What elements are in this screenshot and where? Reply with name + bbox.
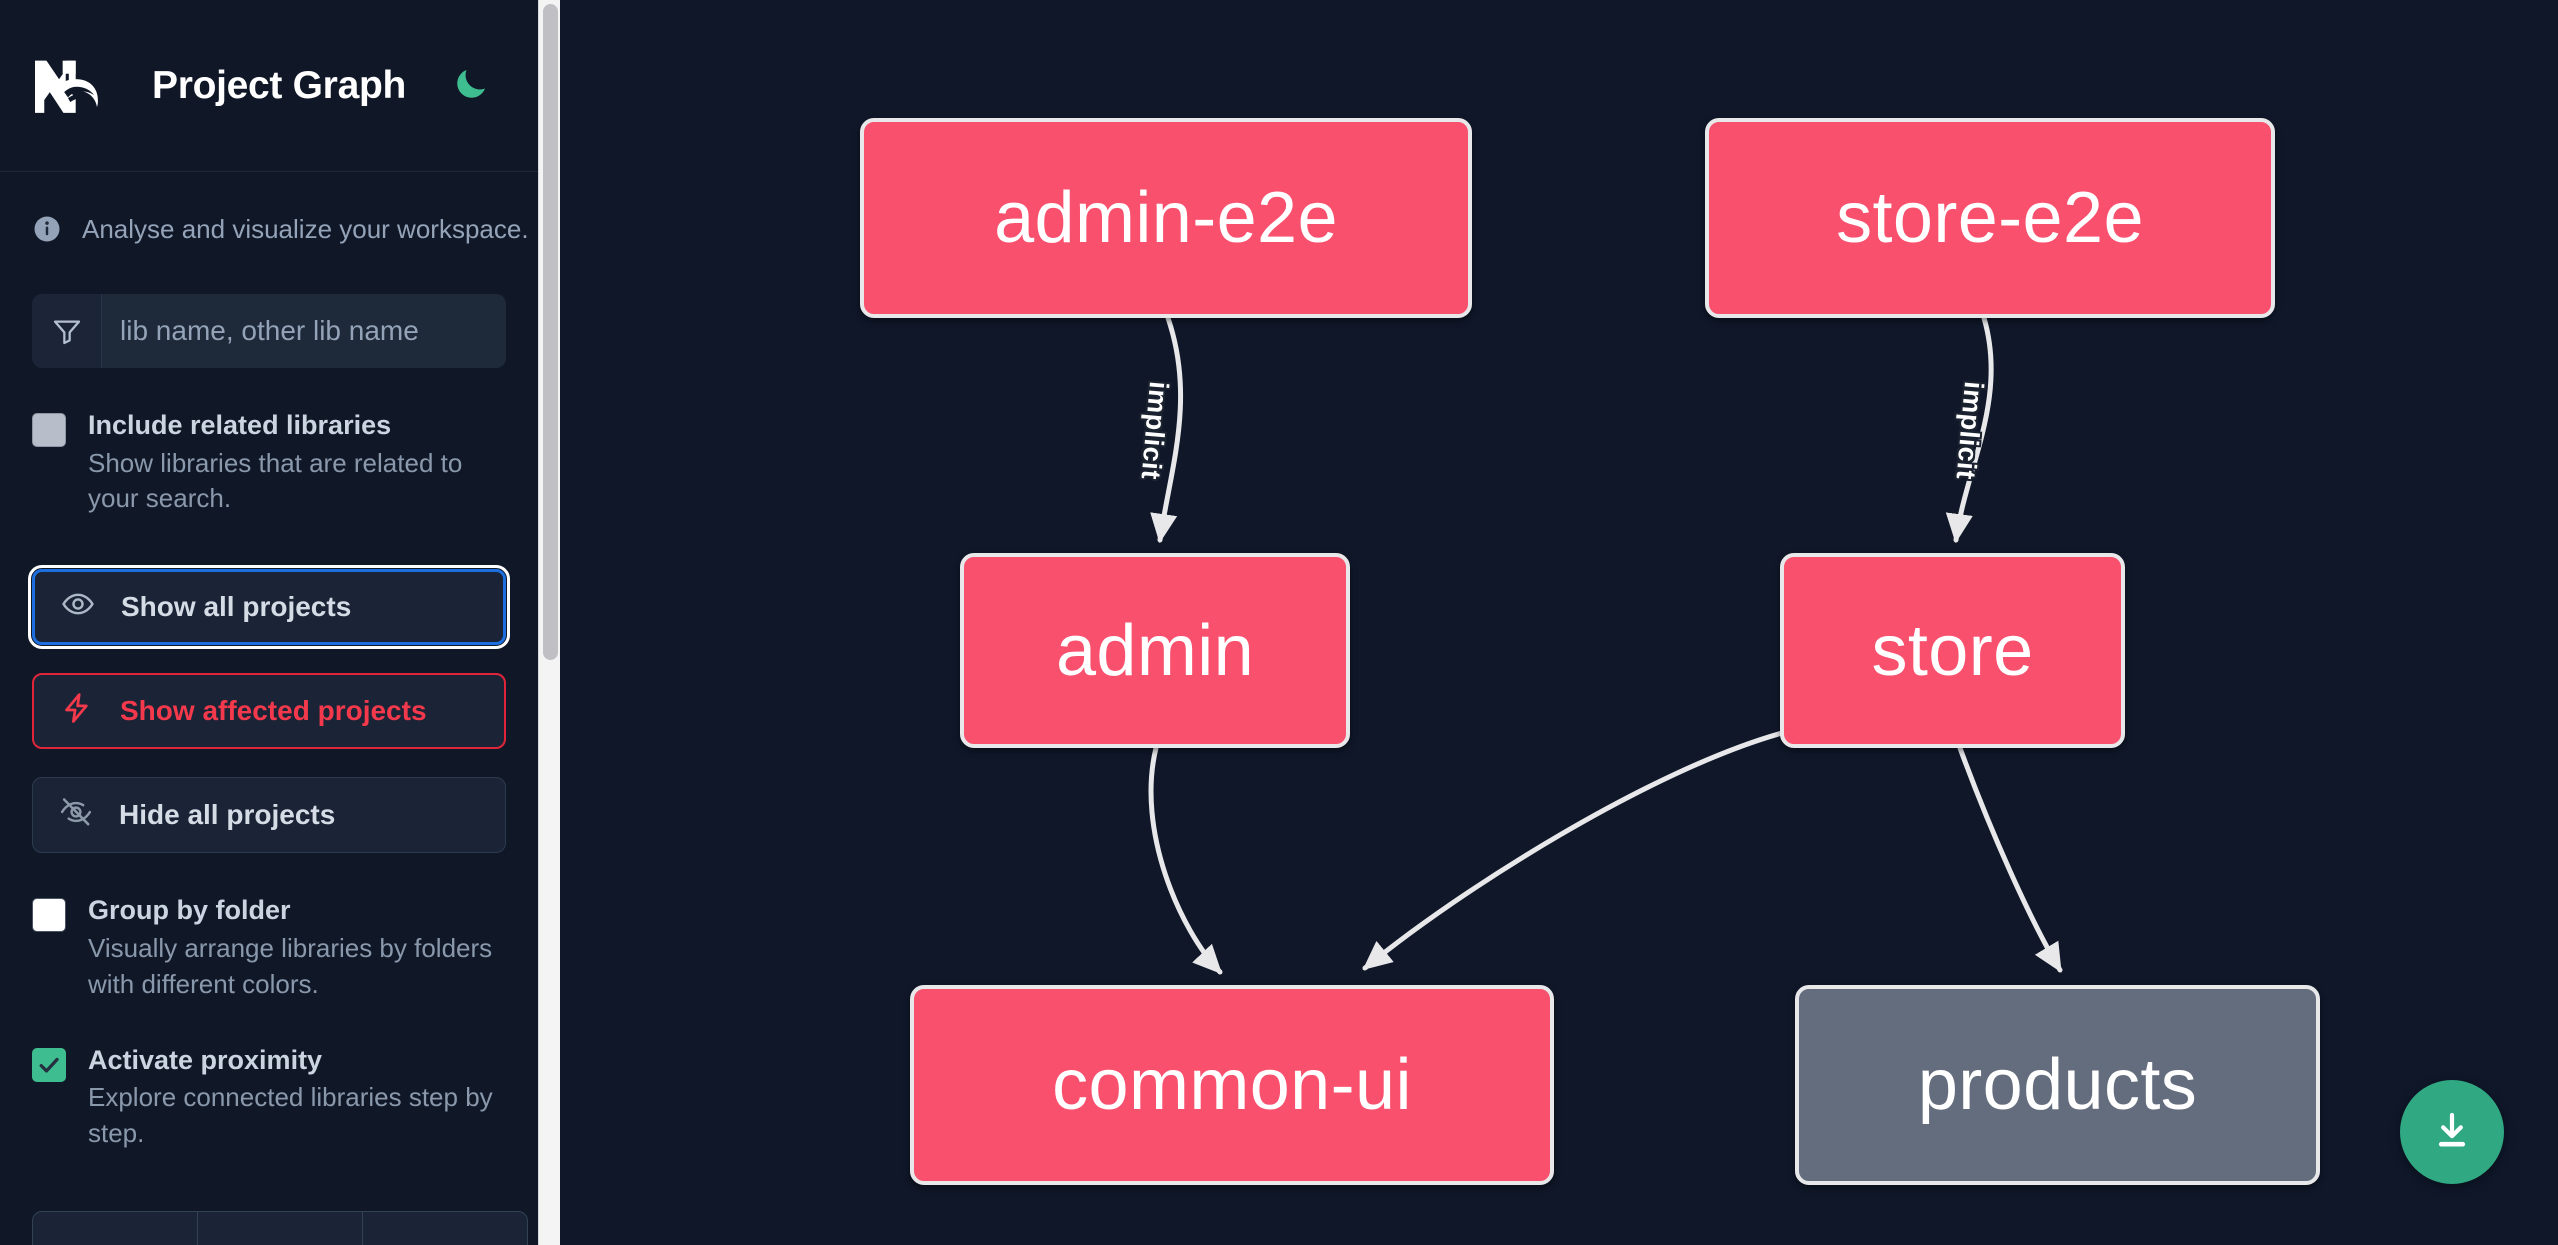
graph-node-products[interactable]: products bbox=[1795, 985, 2320, 1185]
search-field[interactable] bbox=[32, 294, 506, 368]
hide-all-projects-label: Hide all projects bbox=[119, 799, 336, 831]
node-label: store bbox=[1871, 610, 2034, 691]
eye-icon bbox=[61, 587, 95, 628]
group-by-folder-row[interactable]: Group by folder Visually arrange librari… bbox=[32, 893, 506, 1002]
show-all-projects-button[interactable]: Show all projects bbox=[28, 565, 510, 650]
show-affected-projects-label: Show affected projects bbox=[120, 695, 427, 727]
activate-proximity-description: Explore connected libraries step by step… bbox=[88, 1082, 493, 1149]
app-title: Project Graph bbox=[152, 63, 406, 107]
moon-icon bbox=[451, 64, 491, 107]
graph-node-admin-e2e[interactable]: admin-e2e bbox=[860, 118, 1472, 318]
info-icon bbox=[32, 214, 62, 244]
graph-node-common-ui[interactable]: common-ui bbox=[910, 985, 1554, 1185]
activate-proximity-row[interactable]: Activate proximity Explore connected lib… bbox=[32, 1043, 506, 1152]
node-label: store-e2e bbox=[1836, 178, 2144, 258]
nx-logo-icon bbox=[32, 56, 124, 116]
edge-store-e2e-to-store bbox=[1945, 315, 1994, 544]
activate-proximity-label: Activate proximity bbox=[88, 1044, 323, 1075]
segment-1[interactable] bbox=[33, 1212, 198, 1245]
download-icon bbox=[2428, 1107, 2476, 1158]
group-by-folder-label: Group by folder bbox=[88, 895, 291, 926]
search-input[interactable] bbox=[102, 294, 506, 368]
graph-node-store[interactable]: store bbox=[1780, 553, 2125, 748]
sidebar-header: Project Graph bbox=[0, 0, 538, 172]
sidebar: Project Graph bbox=[0, 0, 560, 1245]
sidebar-scrollbar-thumb[interactable] bbox=[543, 4, 558, 660]
edge-admin-to-common-ui bbox=[1148, 745, 1223, 975]
edge-admin-e2e-to-admin bbox=[1150, 315, 1184, 544]
group-by-folder-description: Visually arrange libraries by folders wi… bbox=[88, 932, 493, 999]
projects-button-group: Show all projects Show affected projects bbox=[28, 565, 510, 854]
node-label: admin-e2e bbox=[994, 178, 1338, 258]
eye-slash-icon bbox=[59, 795, 93, 836]
edge-store-to-common-ui bbox=[1362, 730, 1785, 971]
node-label: products bbox=[1917, 1045, 2198, 1125]
node-label: admin bbox=[1055, 610, 1255, 691]
tagline: Analyse and visualize your workspace. bbox=[32, 172, 529, 250]
show-affected-projects-button[interactable]: Show affected projects bbox=[32, 673, 506, 750]
bottom-segmented-control[interactable] bbox=[32, 1211, 528, 1245]
node-label: common-ui bbox=[1052, 1045, 1412, 1125]
segment-3[interactable] bbox=[363, 1212, 527, 1245]
theme-toggle-button[interactable] bbox=[448, 63, 494, 109]
include-related-libraries-checkbox[interactable] bbox=[32, 413, 66, 447]
show-all-projects-label: Show all projects bbox=[121, 591, 352, 623]
hide-all-projects-button[interactable]: Hide all projects bbox=[32, 777, 506, 854]
graph-node-admin[interactable]: admin bbox=[960, 553, 1350, 748]
edge-store-to-products bbox=[1957, 745, 2063, 973]
include-related-libraries-label: Include related libraries bbox=[88, 410, 392, 440]
filter-funnel-icon bbox=[32, 294, 102, 368]
graph-edges bbox=[1148, 315, 2063, 975]
include-related-libraries-row[interactable]: Include related libraries Show libraries… bbox=[32, 408, 506, 517]
sidebar-scrollbar-track[interactable] bbox=[538, 0, 560, 1245]
graph-canvas[interactable]: admin-e2e store-e2e admin store common-u… bbox=[560, 0, 2558, 1245]
segment-2[interactable] bbox=[198, 1212, 363, 1245]
include-related-libraries-description: Show libraries that are related to your … bbox=[88, 447, 463, 514]
tagline-text: Analyse and visualize your workspace. bbox=[82, 213, 529, 244]
lightning-icon bbox=[60, 691, 94, 732]
activate-proximity-checkbox[interactable] bbox=[32, 1047, 66, 1082]
download-image-button[interactable] bbox=[2400, 1080, 2504, 1184]
graph-node-store-e2e[interactable]: store-e2e bbox=[1705, 118, 2275, 318]
group-by-folder-checkbox[interactable] bbox=[32, 898, 66, 933]
sidebar-body: Analyse and visualize your workspace. In… bbox=[0, 172, 538, 1152]
